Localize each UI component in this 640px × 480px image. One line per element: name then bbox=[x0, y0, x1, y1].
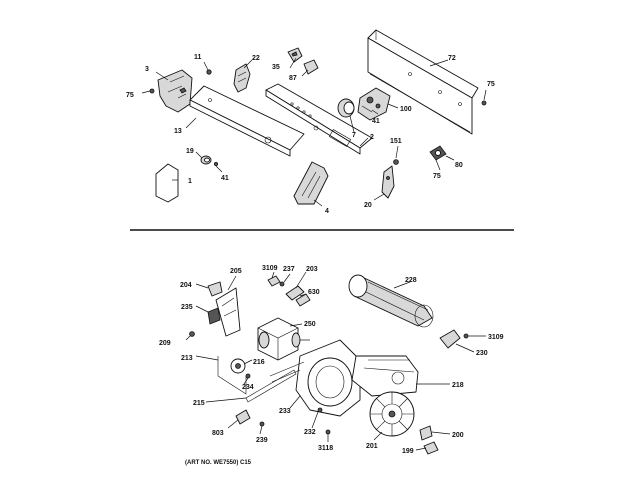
screw-237 bbox=[279, 281, 285, 287]
callout-4: 4 bbox=[325, 208, 329, 215]
screw-239 bbox=[259, 421, 265, 427]
callout-233: 233 bbox=[279, 408, 291, 415]
callout-151: 151 bbox=[390, 138, 402, 145]
screw-41-bottom bbox=[213, 161, 218, 166]
rear-panel-72 bbox=[367, 29, 479, 135]
callout-22: 22 bbox=[252, 55, 260, 62]
callout-201: 201 bbox=[366, 443, 378, 450]
screw-11 bbox=[203, 61, 212, 75]
screw-209 bbox=[189, 331, 195, 337]
callout-11: 11 bbox=[194, 54, 202, 61]
switch-235 bbox=[207, 307, 221, 325]
callout-216: 216 bbox=[253, 359, 265, 366]
callout-1: 1 bbox=[188, 178, 192, 185]
callout-100: 100 bbox=[400, 106, 412, 113]
control-panel-front bbox=[189, 85, 305, 157]
callout-75-bottom: 75 bbox=[433, 173, 441, 180]
callout-41-top: 41 bbox=[372, 118, 380, 125]
callout-250: 250 bbox=[304, 321, 316, 328]
callout-35: 35 bbox=[272, 64, 280, 71]
end-bracket-left bbox=[157, 69, 193, 113]
callout-228: 228 bbox=[405, 277, 417, 284]
blower-housing-233 bbox=[269, 339, 361, 417]
duct-228 bbox=[348, 274, 434, 328]
callout-2: 2 bbox=[370, 134, 374, 141]
callout-7: 7 bbox=[352, 132, 356, 139]
screw-75-left bbox=[141, 88, 155, 94]
callout-237: 237 bbox=[283, 266, 295, 273]
clip-200 bbox=[419, 425, 433, 441]
blower-wheel-201 bbox=[369, 391, 415, 437]
callout-72: 72 bbox=[448, 55, 456, 62]
bracket-20 bbox=[381, 165, 395, 199]
art-number: (ART NO. WE7550) C15 bbox=[185, 460, 252, 466]
bracket-22 bbox=[233, 63, 251, 93]
callout-218: 218 bbox=[452, 382, 464, 389]
callout-87: 87 bbox=[289, 75, 297, 82]
callout-213: 213 bbox=[181, 355, 193, 362]
clip-203 bbox=[285, 285, 311, 307]
clip-35 bbox=[287, 47, 303, 63]
clip-803 bbox=[235, 409, 251, 425]
control-panel-assembly: 3 75 11 13 22 35 87 72 75 100 41 7 2 151… bbox=[126, 29, 495, 215]
callout-3109-right: 3109 bbox=[488, 334, 504, 341]
screw-3118 bbox=[325, 429, 331, 435]
callout-235: 235 bbox=[181, 304, 193, 311]
callout-13: 13 bbox=[174, 128, 182, 135]
callout-232: 232 bbox=[304, 429, 316, 436]
callout-41-bottom: 41 bbox=[221, 175, 229, 182]
fastener-151 bbox=[393, 159, 399, 165]
callout-3: 3 bbox=[145, 66, 149, 73]
callout-209: 209 bbox=[159, 340, 171, 347]
callout-234: 234 bbox=[242, 384, 254, 391]
callout-630: 630 bbox=[308, 289, 320, 296]
motor-250 bbox=[257, 317, 310, 361]
duct-218 bbox=[351, 355, 419, 397]
grommet-19 bbox=[200, 155, 212, 165]
screw-3109-left bbox=[267, 275, 281, 287]
callout-80: 80 bbox=[455, 162, 463, 169]
callout-75-left: 75 bbox=[126, 92, 134, 99]
timer-100 bbox=[357, 87, 391, 121]
console-panel bbox=[265, 83, 373, 155]
callout-3109-left: 3109 bbox=[262, 265, 278, 272]
callout-199: 199 bbox=[402, 448, 414, 455]
knob-7 bbox=[337, 98, 355, 118]
clip-204 bbox=[207, 281, 223, 297]
end-bracket-4 bbox=[293, 161, 329, 205]
callout-205: 205 bbox=[230, 268, 242, 275]
idler-assembly bbox=[217, 356, 251, 395]
callout-19: 19 bbox=[186, 148, 194, 155]
callout-239: 239 bbox=[256, 437, 268, 444]
callout-803: 803 bbox=[212, 430, 224, 437]
clip-199 bbox=[423, 441, 439, 455]
callout-75-right: 75 bbox=[487, 81, 495, 88]
leader-lines-bottom bbox=[185, 271, 486, 451]
label-sheet-1 bbox=[155, 163, 179, 203]
callout-203: 203 bbox=[306, 266, 318, 273]
callout-200: 200 bbox=[452, 432, 464, 439]
bracket-230 bbox=[439, 329, 469, 349]
callout-215: 215 bbox=[193, 400, 205, 407]
callout-3118: 3118 bbox=[318, 445, 333, 452]
callout-20: 20 bbox=[364, 202, 372, 209]
callout-230: 230 bbox=[476, 350, 488, 357]
leader-lines-top bbox=[155, 57, 487, 207]
screw-75-right bbox=[481, 100, 487, 106]
blower-motor-assembly: 204 205 235 3109 237 203 630 228 209 250… bbox=[159, 265, 504, 455]
switch-80 bbox=[429, 145, 455, 161]
screw-232 bbox=[317, 407, 323, 413]
callout-204: 204 bbox=[180, 282, 192, 289]
bracket-205 bbox=[215, 287, 241, 337]
